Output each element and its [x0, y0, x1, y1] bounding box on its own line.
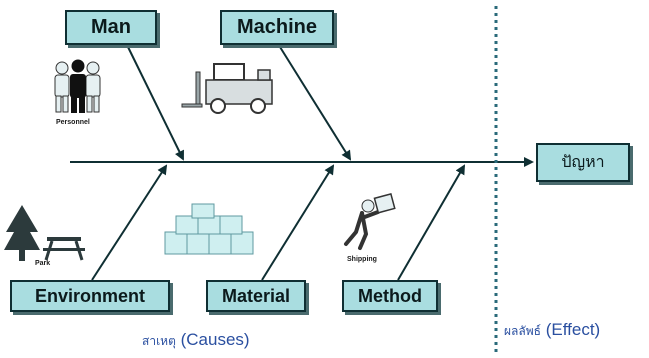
- category-method-label: Method: [358, 285, 422, 306]
- category-environment-label: Environment: [34, 285, 145, 306]
- bone-material: [261, 164, 335, 281]
- category-man: Man: [65, 10, 157, 45]
- bone-man: [127, 46, 184, 161]
- bone-machine: [279, 46, 352, 161]
- delivery-person-icon: [344, 192, 396, 250]
- picnic-table-icon: [43, 237, 85, 261]
- causes-thai-text: สาเหตุ: [142, 334, 176, 348]
- effect-box: ปัญหา: [536, 143, 630, 182]
- people-icon: [54, 59, 101, 113]
- bone-method: [397, 164, 466, 281]
- caption-park: Park: [35, 260, 51, 267]
- tree-icon: [4, 205, 40, 261]
- category-environment: Environment: [10, 280, 170, 312]
- category-man-label: Man: [91, 16, 131, 38]
- forklift-icon: [181, 63, 273, 114]
- causes-english-text: (Causes): [180, 330, 250, 349]
- caption-personnel: Personnel: [56, 119, 90, 126]
- boxes-icon: [164, 203, 254, 255]
- effect-english-text: (Effect): [545, 320, 601, 339]
- effect-problem-label: ปัญหา: [561, 152, 605, 171]
- category-machine-label: Machine: [236, 16, 318, 38]
- bone-environment: [91, 164, 168, 281]
- effect-label: ผลลัพธ์ (Effect): [504, 320, 600, 341]
- category-material: Material: [206, 280, 306, 312]
- category-material-label: Material: [221, 285, 291, 306]
- category-machine: Machine: [220, 10, 334, 45]
- category-method: Method: [342, 280, 438, 312]
- causes-label: สาเหตุ (Causes): [142, 330, 250, 351]
- caption-shipping: Shipping: [347, 256, 377, 263]
- effect-thai-text: ผลลัพธ์: [504, 324, 541, 338]
